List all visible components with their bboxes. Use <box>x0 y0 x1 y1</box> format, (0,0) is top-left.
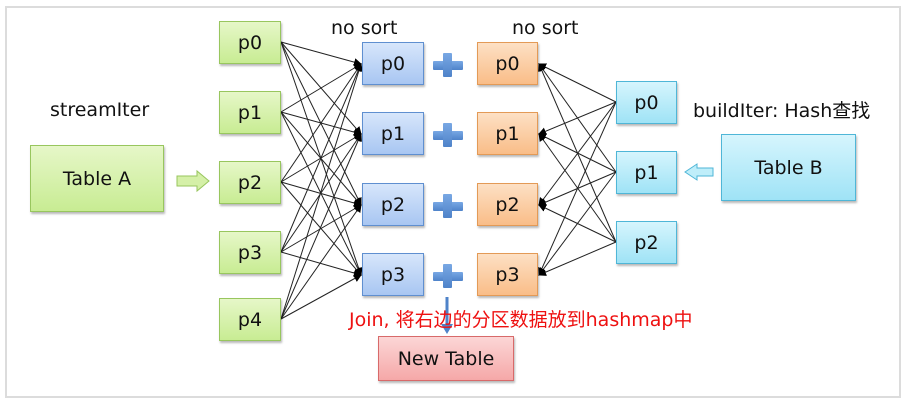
shuffled-build-partition: p1 <box>477 112 538 155</box>
shuffled-build-partition: p3 <box>477 253 538 296</box>
stream-partition: p3 <box>219 231 281 274</box>
build-iter-label: buildIter: Hash查找 <box>693 100 871 122</box>
shuffle-edge <box>280 204 362 320</box>
shuffled-stream-partition: p1 <box>362 112 424 155</box>
partition-label: p4 <box>237 308 263 331</box>
table-a-label: Table A <box>62 167 132 190</box>
shuffle-edge <box>538 63 617 173</box>
partition-label: p2 <box>634 231 659 254</box>
shuffle-edge <box>280 204 362 253</box>
plus-icon <box>433 264 463 288</box>
shuffle-edge <box>538 133 617 243</box>
partition-label: p0 <box>380 52 406 75</box>
partition-label: p1 <box>495 122 520 145</box>
partition-label: p3 <box>380 263 406 286</box>
new-table-label: New Table <box>397 347 495 370</box>
no-sort-label-right: no sort <box>512 17 579 39</box>
shuffle-edge <box>280 63 363 320</box>
table-b-label: Table B <box>754 156 823 179</box>
stream-iter-label: streamIter <box>50 99 150 121</box>
shuffle-edge <box>280 63 362 113</box>
shuffled-build-partition: p2 <box>477 183 538 226</box>
shuffle-edge <box>538 63 617 243</box>
partition-label: p2 <box>380 193 406 216</box>
stream-partition: p4 <box>219 298 281 341</box>
table-a-arrow-icon <box>176 169 210 193</box>
no-sort-label-left: no sort <box>331 17 398 39</box>
stream-partition: p1 <box>219 91 281 134</box>
partition-label: p0 <box>237 31 263 54</box>
partition-label: p2 <box>237 171 263 194</box>
partition-label: p3 <box>495 263 520 286</box>
table-b-arrow-icon <box>684 163 714 181</box>
shuffle-edge <box>280 63 362 253</box>
partition-label: p3 <box>237 241 263 264</box>
plus-icon <box>433 53 463 77</box>
table-b: Table B <box>721 134 856 201</box>
partition-label: p1 <box>380 122 406 145</box>
new-table: New Table <box>378 336 514 381</box>
shuffle-edge <box>280 274 362 320</box>
shuffled-stream-partition: p0 <box>362 42 424 85</box>
shuffled-stream-partition: p2 <box>362 183 424 226</box>
shuffle-edge <box>538 241 617 276</box>
shuffle-edge <box>538 204 617 243</box>
table-a: Table A <box>30 145 164 212</box>
build-partition: p1 <box>616 151 677 194</box>
shuffled-build-partition: p0 <box>477 42 538 85</box>
plus-icon <box>433 123 463 147</box>
partition-label: p2 <box>495 193 520 216</box>
build-partition: p0 <box>616 81 677 124</box>
partition-label: p1 <box>634 161 659 184</box>
shuffled-stream-partition: p3 <box>362 253 424 296</box>
partition-label: p0 <box>634 91 659 114</box>
partition-label: p0 <box>495 52 520 75</box>
partition-label: p1 <box>237 101 263 124</box>
shuffle-edge <box>280 63 362 183</box>
build-partition: p2 <box>616 221 677 264</box>
shuffle-edge <box>538 63 617 103</box>
plus-icon <box>433 194 463 218</box>
join-arrow-head <box>441 324 453 334</box>
stream-partition: p0 <box>219 21 281 64</box>
join-note: Join, 将右边的分区数据放到hashmap中 <box>349 309 693 331</box>
shuffle-edge <box>280 251 362 277</box>
shuffle-edge <box>280 133 362 320</box>
shuffle-edge <box>280 41 362 67</box>
stream-partition: p2 <box>219 161 281 204</box>
